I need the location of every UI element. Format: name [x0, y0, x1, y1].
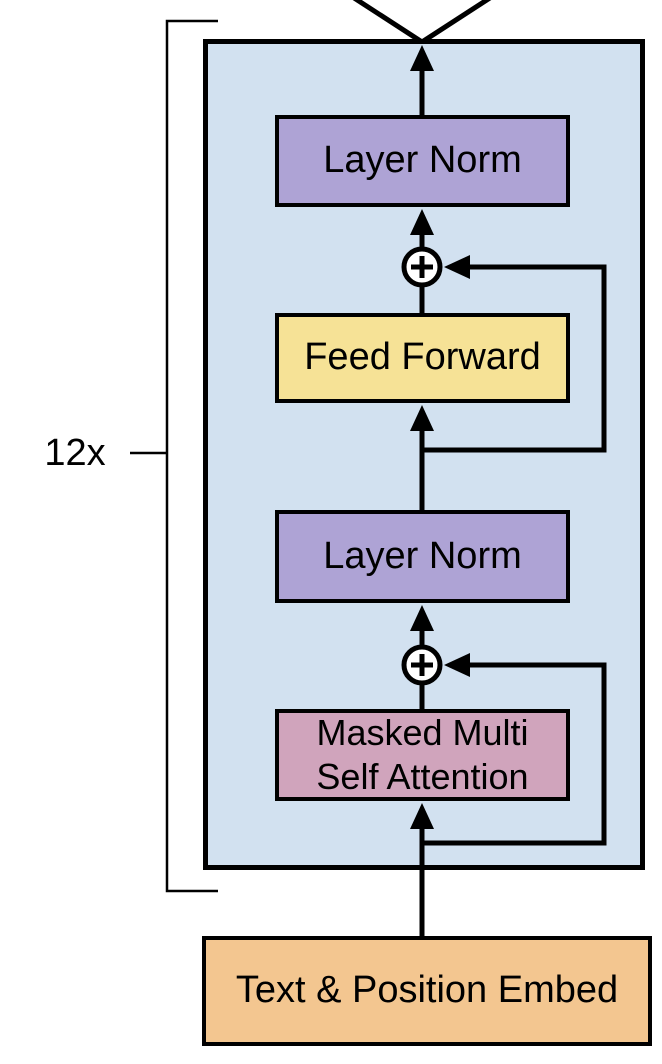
masked-multi-self-attention-label: Masked Multi Self Attention: [316, 712, 529, 797]
arrowhead-output: [410, 45, 434, 71]
repeat-count-label: 12x: [44, 431, 106, 474]
arrowhead-into-layernorm2: [410, 605, 434, 631]
output-split-right-line: [420, 0, 492, 45]
repeat-bracket: [130, 19, 218, 893]
arrowhead-residual-upper: [444, 255, 470, 279]
arrowhead-residual-lower: [444, 653, 470, 677]
add-operators: [401, 246, 443, 686]
masked-multi-self-attention-box: Masked Multi Self Attention: [275, 709, 570, 801]
layer-norm-bottom-label: Layer Norm: [323, 534, 522, 577]
layer-norm-top-label: Layer Norm: [323, 139, 522, 182]
arrowheads: [410, 45, 470, 829]
bracket-line: [165, 19, 218, 893]
arrowhead-into-attention: [410, 803, 434, 829]
arrowhead-into-feedforward: [410, 405, 434, 431]
residual-skip-feedforward-path: [422, 264, 607, 453]
feed-forward-label: Feed Forward: [304, 336, 541, 379]
text-position-embed-label: Text & Position Embed: [235, 969, 619, 1012]
text-position-embed-box: Text & Position Embed: [202, 936, 652, 1046]
layer-norm-top-box: Layer Norm: [275, 115, 570, 207]
arrowhead-into-layernorm1: [410, 209, 434, 235]
feed-forward-box: Feed Forward: [275, 313, 570, 403]
output-split-left-line: [352, 0, 424, 45]
layer-norm-bottom-box: Layer Norm: [275, 510, 570, 603]
residual-skip-attention-path: [422, 662, 607, 846]
